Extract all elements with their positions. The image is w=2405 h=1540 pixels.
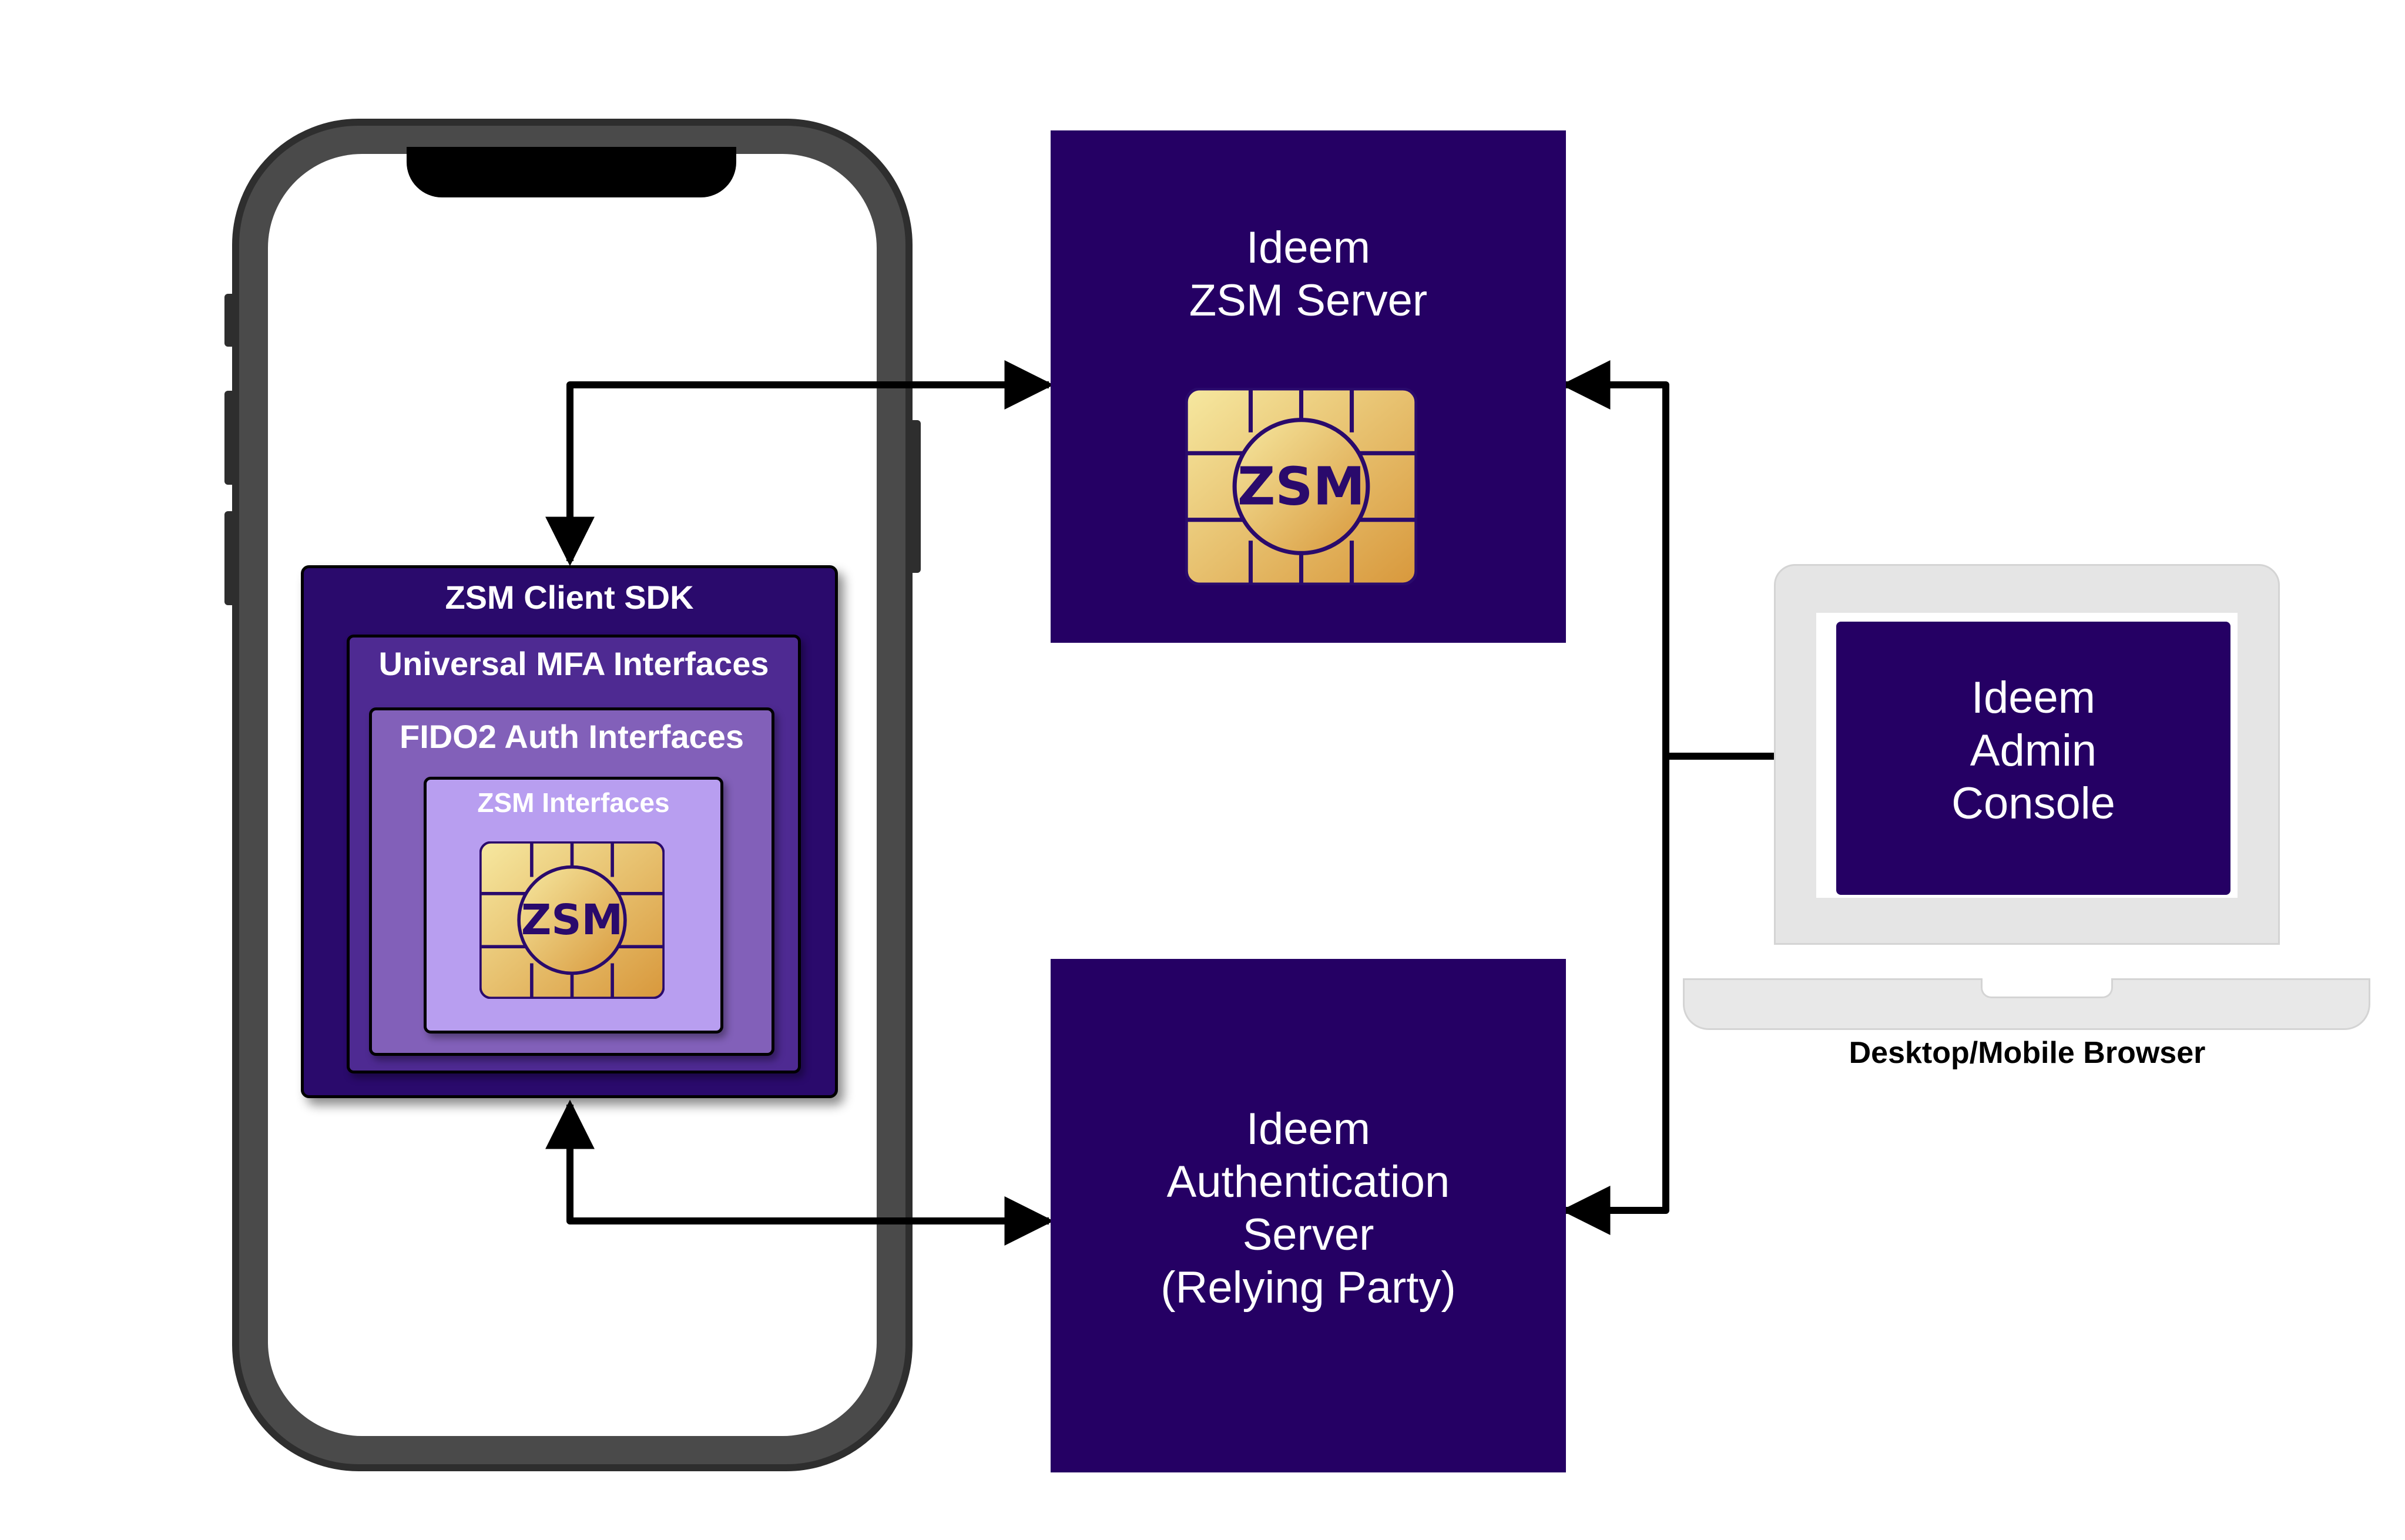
phone-notch — [407, 147, 736, 197]
authentication-server-title: Ideem Authentication Server (Relying Par… — [1160, 1104, 1456, 1313]
chip-text-small: ZSM — [521, 895, 623, 944]
zsm-server-title: Ideem ZSM Server — [1189, 223, 1428, 326]
browser-label: Desktop/Mobile Browser — [1849, 1036, 2206, 1070]
zsm-interfaces-label: ZSM Interfaces — [477, 787, 670, 818]
admin-to-zsm-server-arrow — [1561, 360, 1669, 756]
zsm-client-sdk-label: ZSM Client SDK — [445, 579, 694, 616]
zsm-chip-icon-large: ZSM — [1185, 388, 1417, 585]
admin-to-auth-server-arrow — [1561, 756, 1669, 1235]
zsm-chip-icon-small: ZSM — [479, 841, 665, 999]
laptop-notch — [1981, 978, 2113, 998]
sdk-to-zsm-server-arrow — [545, 360, 1054, 566]
admin-console-box: Ideem Admin Console — [1836, 622, 2230, 895]
authentication-server-box: Ideem Authentication Server (Relying Par… — [1051, 959, 1566, 1472]
universal-mfa-interfaces-label: Universal MFA Interfaces — [378, 645, 769, 682]
sdk-to-auth-server-arrow — [545, 1099, 1054, 1246]
admin-console-title: Ideem Admin Console — [1951, 673, 2115, 828]
chip-text-large: ZSM — [1237, 456, 1365, 517]
fido2-auth-interfaces-label: FIDO2 Auth Interfaces — [399, 718, 744, 755]
